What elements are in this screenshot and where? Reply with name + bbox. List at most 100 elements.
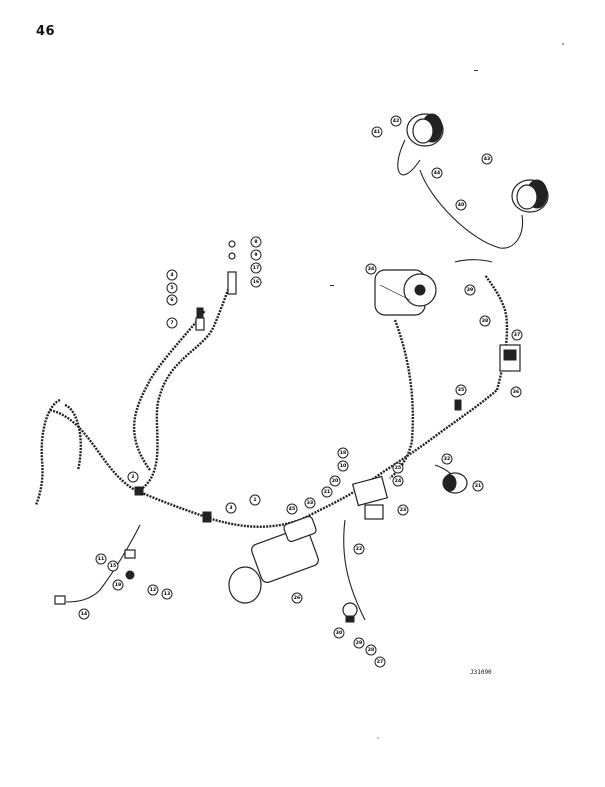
svg-text:28: 28 — [368, 647, 374, 653]
speck — [330, 285, 334, 286]
svg-text:40: 40 — [458, 202, 464, 208]
svg-text:37: 37 — [514, 332, 520, 338]
svg-text:15: 15 — [110, 563, 116, 569]
callout-44: 44 — [431, 167, 443, 179]
callout-16: 16 — [250, 276, 262, 288]
callout-12: 12 — [147, 584, 159, 596]
svg-text:30: 30 — [336, 630, 342, 636]
callout-17: 17 — [250, 262, 262, 274]
voltage-regulator — [499, 344, 521, 372]
callout-40: 40 — [455, 199, 467, 211]
svg-text:21: 21 — [324, 489, 330, 495]
callout-19: 19 — [112, 579, 124, 591]
callout-32: 32 — [441, 453, 453, 465]
headlamp-lower — [511, 179, 549, 213]
svg-text:5: 5 — [170, 285, 173, 291]
callout-25: 25 — [392, 462, 404, 474]
callout-15: 15 — [107, 560, 119, 572]
svg-text:20: 20 — [332, 478, 338, 484]
speck — [474, 70, 478, 71]
svg-text:36: 36 — [513, 389, 519, 395]
svg-text:1: 1 — [253, 497, 256, 503]
svg-text:35: 35 — [458, 387, 464, 393]
lamp-harness — [484, 274, 509, 391]
callout-9: 9 — [250, 249, 262, 261]
svg-text:9: 9 — [254, 252, 257, 258]
callout-24: 24 — [392, 475, 404, 487]
svg-text:45: 45 — [289, 506, 295, 512]
svg-text:13: 13 — [164, 591, 170, 597]
callout-3: 3 — [225, 502, 237, 514]
callout-30: 30 — [333, 627, 345, 639]
starter-motor — [228, 515, 319, 604]
callout-13: 13 — [161, 588, 173, 600]
callout-6: 6 — [166, 294, 178, 306]
callout-41: 41 — [371, 126, 383, 138]
callout-33: 33 — [304, 497, 316, 509]
svg-text:18: 18 — [340, 450, 346, 456]
svg-text:22: 22 — [356, 546, 362, 552]
svg-text:3: 3 — [229, 505, 232, 511]
svg-text:12: 12 — [150, 587, 156, 593]
speck — [377, 737, 379, 739]
headlamp-upper — [406, 113, 444, 147]
oil-pressure-switch — [342, 602, 358, 623]
svg-text:14: 14 — [81, 611, 87, 617]
svg-text:7: 7 — [170, 320, 173, 326]
callout-34: 34 — [365, 263, 377, 275]
svg-text:11: 11 — [98, 556, 104, 562]
ground-clamp — [54, 549, 136, 605]
svg-text:10: 10 — [340, 463, 346, 469]
callout-39: 39 — [464, 284, 476, 296]
figure-id: J31090 — [470, 669, 492, 676]
svg-text:32: 32 — [444, 456, 450, 462]
svg-text:25: 25 — [395, 465, 401, 471]
callout-29: 29 — [353, 637, 365, 649]
callout-37: 37 — [511, 329, 523, 341]
svg-text:42: 42 — [393, 118, 399, 124]
callout-21: 21 — [321, 486, 333, 498]
solenoid-block — [351, 475, 389, 520]
callout-4: 4 — [166, 269, 178, 281]
callout-31: 31 — [472, 480, 484, 492]
svg-text:38: 38 — [482, 318, 488, 324]
starter-wire — [343, 519, 366, 621]
callout-28: 28 — [365, 644, 377, 656]
svg-text:2: 2 — [131, 474, 134, 480]
page-number: 46 — [36, 24, 56, 39]
speck — [562, 43, 564, 45]
svg-text:34: 34 — [368, 266, 374, 272]
alternator — [374, 269, 437, 316]
ammeter-gauge — [442, 472, 468, 494]
svg-text:27: 27 — [377, 659, 383, 665]
left-branch — [34, 398, 61, 506]
svg-text:43: 43 — [484, 156, 490, 162]
callout-1: 1 — [249, 494, 261, 506]
svg-text:33: 33 — [307, 500, 313, 506]
callout-5: 5 — [166, 282, 178, 294]
main-harness — [139, 284, 232, 491]
sender-top — [227, 240, 237, 295]
callout-8: 8 — [250, 236, 262, 248]
svg-text:4: 4 — [170, 272, 173, 278]
upper-loop — [133, 309, 207, 471]
callout-27: 27 — [374, 656, 386, 668]
front-harness — [299, 389, 498, 522]
svg-text:6: 6 — [170, 297, 173, 303]
callout-11: 11 — [95, 553, 107, 565]
main-harness-lower — [49, 408, 301, 528]
callout-22: 22 — [353, 543, 365, 555]
lamp-wire-3 — [454, 259, 493, 263]
callout-42: 42 — [390, 115, 402, 127]
temp-sender — [195, 307, 205, 331]
lamp-wire-2 — [419, 169, 524, 249]
callout-14: 14 — [78, 608, 90, 620]
callout-26: 26 — [291, 592, 303, 604]
svg-text:31: 31 — [475, 483, 481, 489]
callout-18: 18 — [337, 447, 349, 459]
svg-text:39: 39 — [467, 287, 473, 293]
svg-text:17: 17 — [253, 265, 259, 271]
callout-43: 43 — [481, 153, 493, 165]
svg-text:16: 16 — [253, 279, 259, 285]
